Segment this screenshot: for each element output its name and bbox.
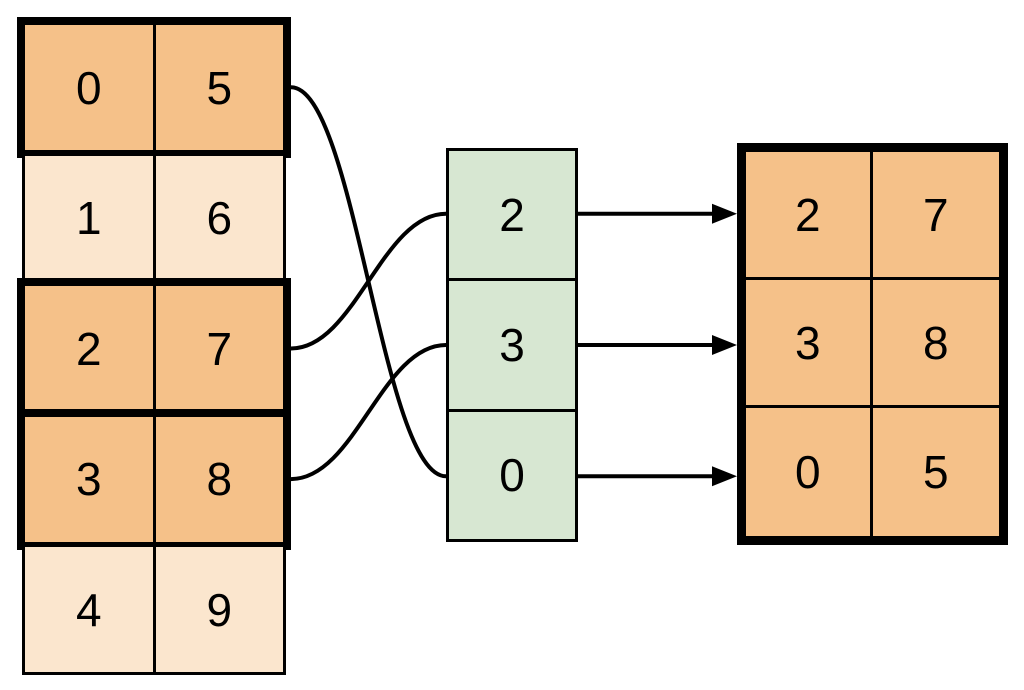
- result-cell-1-0: 3: [746, 280, 873, 408]
- source-cell-4-0: 4: [75, 583, 102, 636]
- index-column: 2 3 0: [446, 148, 578, 542]
- source-cell-1-0: 1: [75, 192, 102, 245]
- arrow-index-0-to-result-row2: [578, 466, 737, 487]
- curve-source-row2-to-index-2: [290, 211, 447, 351]
- source-row-1: 1 6: [22, 152, 286, 284]
- result-cell-1-1: 8: [872, 280, 999, 408]
- result-cell-2-0: 0: [746, 408, 873, 536]
- source-cell-3-0: 3: [75, 453, 102, 506]
- source-cell-2-0: 2: [75, 322, 102, 375]
- source-cell-1-1: 6: [152, 155, 284, 281]
- curve-source-row0-to-index-0: [290, 85, 447, 479]
- source-row-4: 4 9: [22, 544, 286, 676]
- result-cell-0-0: 2: [746, 152, 873, 280]
- arrow-index-2-to-result-row0: [578, 203, 737, 224]
- source-row-3: 3 8: [17, 408, 291, 550]
- result-cell-2-1: 5: [922, 446, 949, 498]
- arrow-index-3-to-result-row1: [578, 335, 737, 355]
- result-table: 2 7 3 8 0 5: [737, 143, 1008, 545]
- curve-source-row3-to-index-3: [290, 343, 447, 482]
- source-cell-3-1: 8: [152, 416, 284, 542]
- index-cell-0: 2: [499, 188, 525, 241]
- result-cell-0-1: 7: [872, 152, 999, 280]
- source-cell-4-1: 9: [152, 547, 284, 673]
- index-cell-2: 0: [449, 408, 575, 539]
- index-cell-1: 3: [449, 278, 575, 408]
- source-cell-0-0: 0: [75, 61, 102, 114]
- source-row-0: 0 5: [17, 17, 291, 158]
- source-row-2: 2 7: [17, 278, 291, 420]
- source-cell-0-1: 5: [152, 25, 284, 150]
- source-cell-2-1: 7: [152, 286, 284, 412]
